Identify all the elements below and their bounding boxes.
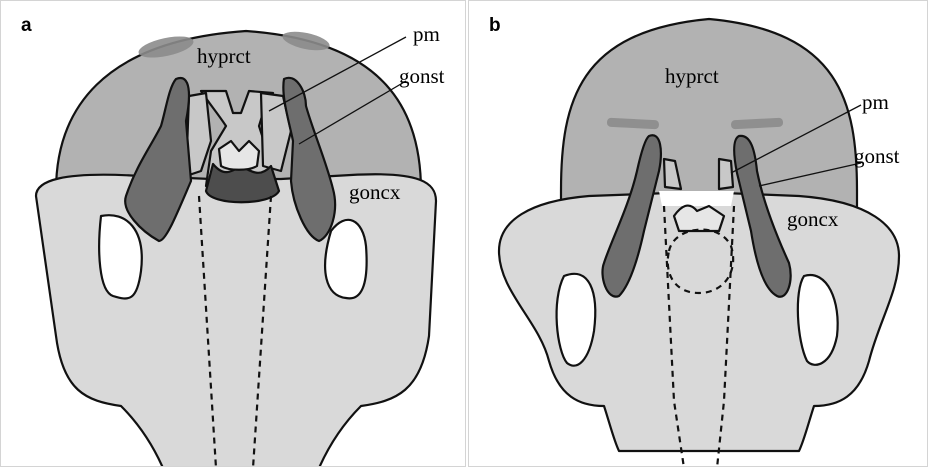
label-hyprct: hyprct <box>665 64 719 88</box>
label-pm: pm <box>862 90 889 114</box>
right-window <box>325 220 367 299</box>
label-pm: pm <box>413 22 440 46</box>
label-hyprct: hyprct <box>197 44 251 68</box>
panel-a-diagram: hyprct pm gonst goncx <box>1 1 466 467</box>
panel-a-letter: a <box>21 15 32 37</box>
central-gap <box>659 191 734 206</box>
panel-b-diagram: hyprct pm gonst goncx <box>469 1 928 467</box>
gonocoxite-shape <box>36 174 436 467</box>
hypoproct-shape <box>561 19 857 211</box>
panel-b: b hyprct pm gonst goncx <box>468 0 928 467</box>
label-gonst: gonst <box>399 64 445 88</box>
panel-a: a hyprct pm gonst gonc <box>0 0 466 467</box>
label-goncx: goncx <box>787 207 839 231</box>
panel-b-letter: b <box>489 15 501 37</box>
label-gonst: gonst <box>854 144 900 168</box>
left-window <box>557 274 596 366</box>
paramere-right <box>719 159 733 189</box>
label-goncx: goncx <box>349 180 401 204</box>
